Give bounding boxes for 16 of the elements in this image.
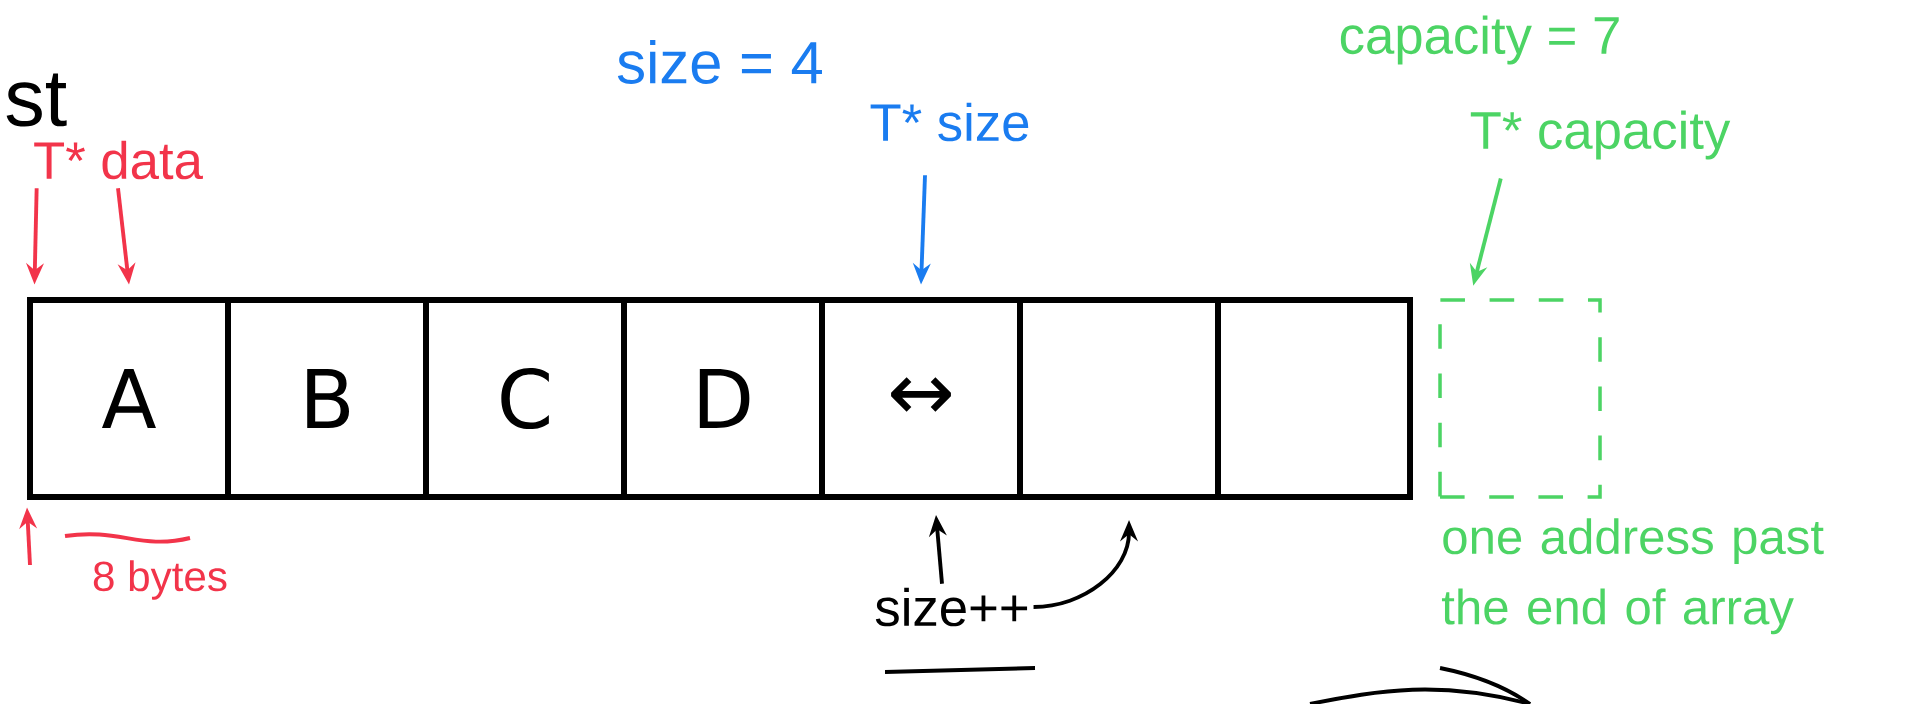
array-cell: ↔ bbox=[819, 297, 1023, 500]
size-text: 8 bytes bbox=[93, 560, 227, 600]
value-text: size = 4 bbox=[617, 40, 822, 84]
array-cell: C bbox=[423, 297, 627, 500]
heading: st bbox=[6, 73, 67, 127]
pointer-text: T* capacity bbox=[1470, 110, 1731, 160]
note-text: one address past the end of array bbox=[1441, 518, 1824, 635]
pointer-text: T* data bbox=[34, 140, 203, 180]
pointer-text: size++ bbox=[875, 587, 1028, 627]
array-cell bbox=[1215, 297, 1413, 500]
array-cell: A bbox=[27, 297, 231, 500]
array-cell: B bbox=[225, 297, 429, 500]
pointer-text: T* size bbox=[870, 102, 1029, 142]
value-text: capacity = 7 bbox=[1340, 15, 1619, 65]
array-cell: D bbox=[621, 297, 825, 500]
dashed-box bbox=[1438, 298, 1602, 499]
